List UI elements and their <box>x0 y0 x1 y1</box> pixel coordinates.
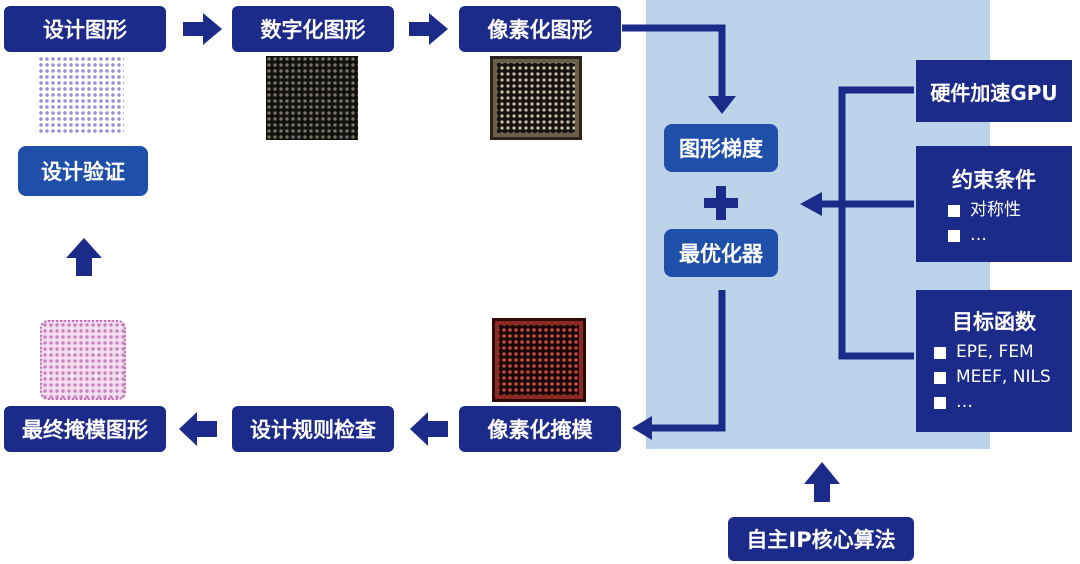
arrow-up-icon <box>804 462 840 502</box>
bullet-square-icon <box>948 204 960 217</box>
drc-box: 设计规则检查 <box>232 406 394 452</box>
objective-item-label: EPE, FEM <box>956 342 1034 362</box>
list-item: … <box>934 390 1072 415</box>
objective-title: 目标函数 <box>952 310 1036 334</box>
optimizer-box: 最优化器 <box>664 229 778 277</box>
arrow-left-icon <box>632 416 652 440</box>
objective-item-label: MEEF, NILS <box>956 367 1051 387</box>
constraint-item-label: 对称性 <box>970 200 1021 220</box>
design-verify-label: 设计验证 <box>41 160 125 184</box>
gpu-box: 硬件加速GPU <box>916 60 1072 122</box>
constraints-title: 约束条件 <box>952 168 1036 192</box>
constraints-box: 约束条件 对称性 … <box>916 146 1072 262</box>
objective-item-label: … <box>956 392 973 412</box>
arrow-down-icon <box>708 96 736 114</box>
digitized-pattern-image <box>266 56 358 140</box>
final-mask-label: 最终掩模图形 <box>22 418 148 442</box>
final-mask-box: 最终掩模图形 <box>4 406 166 452</box>
optimizer-label: 最优化器 <box>679 242 763 266</box>
arrow-right-icon <box>183 13 222 45</box>
arrow-left-icon <box>800 192 822 216</box>
objective-box: 目标函数 EPE, FEM MEEF, NILS … <box>916 290 1072 432</box>
objective-list: EPE, FEM MEEF, NILS … <box>930 340 1072 415</box>
arrow-right-icon <box>409 13 448 45</box>
gradient-label: 图形梯度 <box>679 137 763 161</box>
bullet-square-icon <box>934 346 946 359</box>
design-shape-box: 设计图形 <box>4 6 166 52</box>
pixelated-shape-label: 像素化图形 <box>487 18 593 42</box>
gpu-label: 硬件加速GPU <box>930 80 1058 105</box>
pixelated-mask-label: 像素化掩模 <box>487 418 593 442</box>
pixelated-shape-box: 像素化图形 <box>459 6 621 52</box>
arrow-left-icon <box>410 412 448 446</box>
pixelated-mask-image <box>492 318 586 402</box>
pixelated-mask-box: 像素化掩模 <box>459 406 621 452</box>
design-verify-box: 设计验证 <box>18 146 148 196</box>
list-item: … <box>948 223 1072 248</box>
connector-line <box>650 290 726 432</box>
bullet-square-icon <box>934 371 946 384</box>
list-item: EPE, FEM <box>934 340 1072 365</box>
digitized-shape-label: 数字化图形 <box>260 18 366 42</box>
list-item: 对称性 <box>948 198 1072 223</box>
connector-line <box>622 24 726 98</box>
design-shape-label: 设计图形 <box>43 18 127 42</box>
bullet-square-icon <box>934 396 946 409</box>
design-pattern-image <box>38 56 124 134</box>
gradient-box: 图形梯度 <box>664 124 778 172</box>
pixelated-pattern-image <box>490 56 582 140</box>
constraint-item-label: … <box>970 225 987 245</box>
final-mask-pattern-image <box>40 320 126 400</box>
digitized-shape-box: 数字化图形 <box>232 6 394 52</box>
list-item: MEEF, NILS <box>934 365 1072 390</box>
arrow-up-icon <box>66 238 102 276</box>
ip-algorithm-box: 自主IP核心算法 <box>728 517 914 561</box>
constraints-list: 对称性 … <box>930 198 1072 248</box>
plus-icon <box>704 186 738 220</box>
bullet-square-icon <box>948 229 960 242</box>
drc-label: 设计规则检查 <box>250 418 376 442</box>
ip-algorithm-label: 自主IP核心算法 <box>746 528 896 552</box>
arrow-left-icon <box>179 412 217 446</box>
bracket-line <box>838 86 914 360</box>
